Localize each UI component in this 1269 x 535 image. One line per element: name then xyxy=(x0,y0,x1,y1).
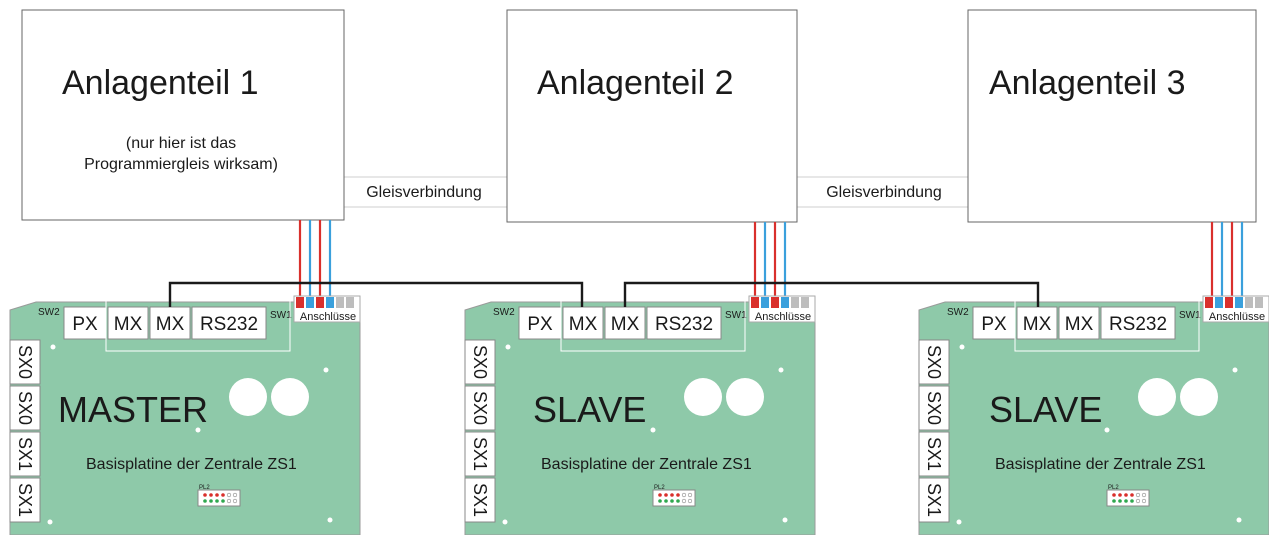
sw2-label: SW2 xyxy=(947,307,969,318)
wires-section-2 xyxy=(753,222,787,296)
port-px: PX xyxy=(527,314,553,335)
section-1-title: Anlagenteil 1 xyxy=(62,64,259,102)
board-master: SW2 PX MX MX RS232 SW1 Anschlüsse SX0 SX… xyxy=(9,288,361,535)
port-mx-2: MX xyxy=(1065,314,1094,335)
side-ports: SX0 SX0 SX1 SX1 xyxy=(464,339,496,523)
board-subtitle: Basisplatine der Zentrale ZS1 xyxy=(541,456,752,473)
side-port-sx1-2: SX1 xyxy=(470,483,490,517)
svg-text:PL2: PL2 xyxy=(199,485,210,491)
jumper-block: PL2 xyxy=(652,485,696,507)
jumper-block: PL2 xyxy=(197,485,241,507)
port-rs232: RS232 xyxy=(200,314,258,335)
connector-label: Anschlüsse xyxy=(1209,311,1265,323)
jumper-block: PL2 xyxy=(1106,485,1150,507)
side-port-sx1-2: SX1 xyxy=(924,483,944,517)
side-port-sx0-1: SX0 xyxy=(924,345,944,379)
board-role-label: MASTER xyxy=(58,389,208,430)
mx-bus-cable-1 xyxy=(168,281,584,307)
connector-block: Anschlüsse xyxy=(748,295,816,323)
mount-hole xyxy=(684,378,722,416)
side-port-sx0-2: SX0 xyxy=(924,391,944,425)
side-port-sx0-1: SX0 xyxy=(15,345,35,379)
wires-section-1 xyxy=(298,220,332,296)
side-ports: SX0 SX0 SX1 SX1 xyxy=(918,339,950,523)
port-mx-1: MX xyxy=(1023,314,1052,335)
connector-label: Anschlüsse xyxy=(300,311,356,323)
side-port-sx1-2: SX1 xyxy=(15,483,35,517)
wires-section-3 xyxy=(1210,222,1244,296)
side-port-sx1-1: SX1 xyxy=(924,437,944,471)
board-subtitle: Basisplatine der Zentrale ZS1 xyxy=(995,456,1206,473)
board-slave-2: SW2 PX MX MX RS232 SW1 Anschlüsse SX0 SX… xyxy=(918,288,1269,535)
port-mx-2: MX xyxy=(156,314,185,335)
port-mx-1: MX xyxy=(114,314,143,335)
board-role-label: SLAVE xyxy=(989,389,1102,430)
mount-hole xyxy=(726,378,764,416)
section-2: Anlagenteil 2 xyxy=(506,9,798,223)
track-link-1-label: Gleisverbindung xyxy=(366,184,482,201)
svg-text:PL2: PL2 xyxy=(1108,485,1119,491)
side-port-sx1-1: SX1 xyxy=(15,437,35,471)
port-px: PX xyxy=(981,314,1007,335)
board-subtitle: Basisplatine der Zentrale ZS1 xyxy=(86,456,297,473)
side-port-sx0-2: SX0 xyxy=(15,391,35,425)
side-port-sx0-2: SX0 xyxy=(470,391,490,425)
connector-block: Anschlüsse xyxy=(1202,295,1269,323)
mx-bus-cable-2 xyxy=(623,281,1040,307)
section-1: Anlagenteil 1 (nur hier ist das Programm… xyxy=(21,9,345,221)
side-port-sx0-1: SX0 xyxy=(470,345,490,379)
port-mx-1: MX xyxy=(569,314,598,335)
sw1-label: SW1 xyxy=(1179,310,1201,321)
side-port-sx1-1: SX1 xyxy=(470,437,490,471)
sw1-label: SW1 xyxy=(270,310,292,321)
mount-hole xyxy=(271,378,309,416)
track-link-2: Gleisverbindung xyxy=(797,176,968,208)
mount-hole xyxy=(1180,378,1218,416)
board-role-label: SLAVE xyxy=(533,389,646,430)
connector-label: Anschlüsse xyxy=(755,311,811,323)
port-mx-2: MX xyxy=(611,314,640,335)
track-link-2-label: Gleisverbindung xyxy=(826,184,942,201)
connector-block: Anschlüsse xyxy=(293,295,361,323)
track-link-1: Gleisverbindung xyxy=(344,176,507,208)
section-3: Anlagenteil 3 xyxy=(967,9,1257,223)
section-2-title: Anlagenteil 2 xyxy=(537,64,734,102)
port-rs232: RS232 xyxy=(655,314,713,335)
section-3-title: Anlagenteil 3 xyxy=(989,64,1186,102)
sw2-label: SW2 xyxy=(38,307,60,318)
section-1-note-line1: (nur hier ist das xyxy=(126,135,236,152)
port-rs232: RS232 xyxy=(1109,314,1167,335)
svg-text:PL2: PL2 xyxy=(654,485,665,491)
mount-hole xyxy=(1138,378,1176,416)
port-px: PX xyxy=(72,314,98,335)
sw1-label: SW1 xyxy=(725,310,747,321)
sw2-label: SW2 xyxy=(493,307,515,318)
side-ports: SX0 SX0 SX1 SX1 xyxy=(9,339,41,523)
section-1-note-line2: Programmiergleis wirksam) xyxy=(84,156,278,173)
board-slave-1: SW2 PX MX MX RS232 SW1 Anschlüsse SX0 SX… xyxy=(464,288,816,535)
mount-hole xyxy=(229,378,267,416)
